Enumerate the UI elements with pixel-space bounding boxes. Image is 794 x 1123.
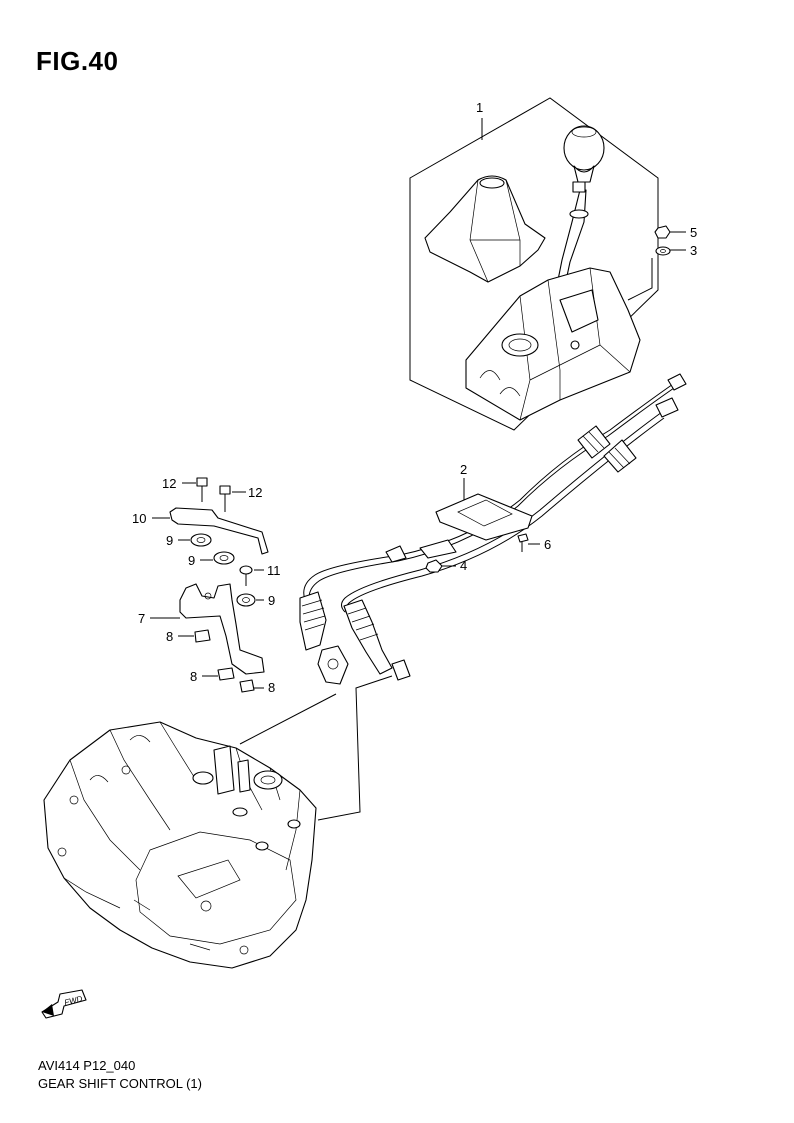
diagram-caption: GEAR SHIFT CONTROL (1) [38,1076,202,1091]
bushing-8-c [239,679,255,693]
bushing-8-b [217,667,235,681]
grommet-9-a [190,533,212,547]
fwd-label: FWD [63,994,83,1007]
callout-11: 11 [267,563,281,578]
cable-transmission-ends [299,591,411,685]
callout-1: 1 [476,100,483,115]
callout-12-a: 12 [162,476,176,491]
nut-4 [425,559,443,573]
bushing-8-a [194,629,211,643]
transmission-housing [43,721,317,969]
callout-labels: 1 2 3 4 5 6 7 8 8 8 9 9 9 9 10 11 12 12 [132,100,697,695]
shift-lever [555,181,589,291]
washer-3 [655,246,671,256]
shifter-base [465,267,641,421]
bracket-10 [152,507,269,555]
shift-knob [563,125,605,183]
shift-cables [303,373,687,617]
cable-clip [385,539,457,563]
cable-leader-lines [239,675,393,821]
callout-9-c: 9 [268,593,275,608]
diagram-code: AVI414 P12_040 [38,1058,136,1073]
shifter-assembly-frame [409,97,659,431]
nut-5 [654,225,671,239]
callout-8-b: 8 [190,669,197,684]
callout-12-b: 12 [248,485,262,500]
fwd-arrow-icon: FWD [41,989,87,1019]
bolt-12-right [219,485,231,512]
bolt-11 [239,565,253,586]
callout-3: 3 [690,243,697,258]
callout-8-a: 8 [166,629,173,644]
bracket-7 [150,583,265,675]
callout-2: 2 [460,462,467,477]
bolt-12-left [196,477,208,502]
callout-5: 5 [690,225,697,240]
callout-9-a: 9 [166,533,173,548]
grommet-9-c [236,593,256,607]
callout-6: 6 [544,537,551,552]
cable-bracket-plate [435,478,533,541]
callout-10: 10 [132,511,146,526]
callout-9-b: 9 [188,553,195,568]
bolt-6 [517,533,529,552]
callout-4: 4 [460,558,467,573]
callout-7: 7 [138,611,145,626]
shift-boot [424,175,546,283]
figure-title: FIG.40 [36,46,119,76]
grommet-9-b [213,551,235,565]
callout-8-c: 8 [268,680,275,695]
